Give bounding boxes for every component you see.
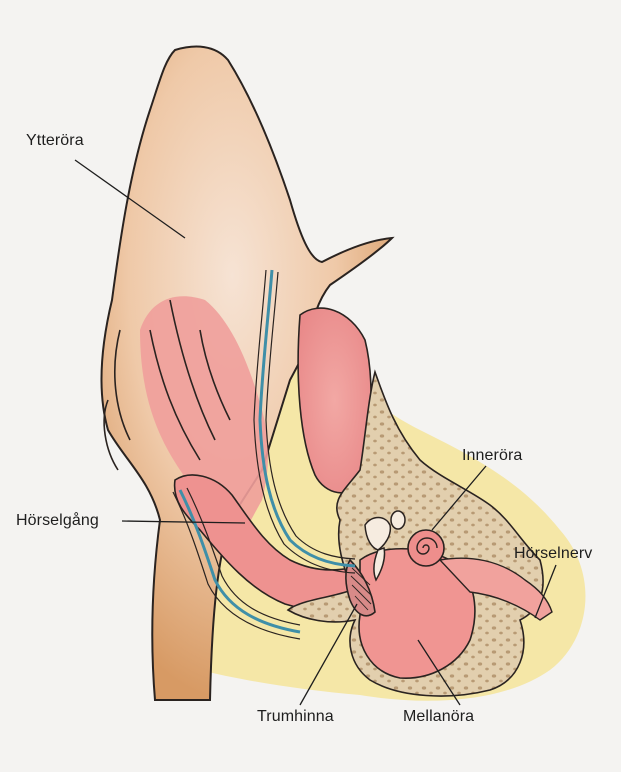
label-inner-ear: Inneröra (462, 447, 522, 465)
label-middle-ear: Mellanöra (403, 708, 474, 726)
cochlea (408, 530, 444, 566)
label-auditory-nerve: Hörselnerv (514, 545, 592, 563)
label-outer-ear: Ytteröra (26, 132, 84, 150)
label-ear-canal: Hörselgång (16, 512, 99, 530)
label-eardrum: Trumhinna (257, 708, 334, 726)
